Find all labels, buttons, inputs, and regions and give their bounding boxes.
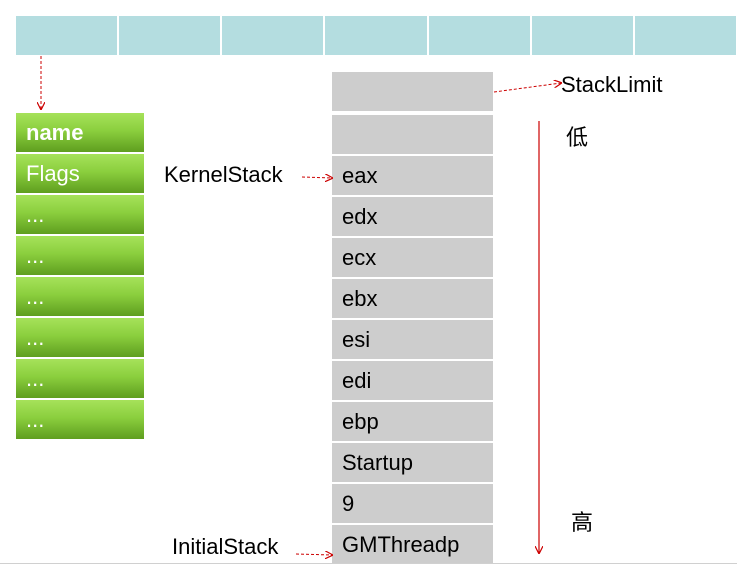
stack-limit-arrow [493,83,561,93]
kernel-stack: eax edx ecx ebx esi edi ebp Startup 9 GM… [332,72,493,566]
struct-field: ... [16,195,144,234]
pointer-array [16,16,736,55]
array-cell [634,16,736,55]
struct-field-flags: Flags [16,154,144,193]
array-cell [119,16,223,55]
stack-limit-label: StackLimit [561,72,663,97]
stack-cell-edx: edx [332,197,493,236]
struct-field: ... [16,359,144,398]
struct-field-name: name [16,113,144,152]
initial-stack-label: InitialStack [172,534,279,559]
high-label: 高 [571,511,594,536]
kernel-stack-label: KernelStack [164,162,283,187]
array-cell [16,16,120,55]
array-cell [428,16,532,55]
struct-field: ... [16,318,144,357]
stack-cell-ebx: ebx [332,279,493,318]
kernel-stack-arrow [301,177,332,178]
stack-cell-esi: esi [332,320,493,359]
low-label: 低 [566,126,589,151]
stack-cell-empty [332,115,493,154]
struct-field: ... [16,236,144,275]
stack-cell-gmthreadp: GMThreadp [332,525,493,564]
stack-cell-9: 9 [332,484,493,523]
stack-cell-ecx: ecx [332,238,493,277]
bottom-divider [0,563,737,564]
stack-cell-eax: eax [332,156,493,195]
struct-field: ... [16,277,144,316]
stack-cell-ebp: ebp [332,402,493,441]
struct-field: ... [16,400,144,439]
array-cell [531,16,635,55]
thread-struct: name Flags ... ... ... ... ... ... [16,113,144,441]
initial-stack-arrow [295,554,332,555]
array-cell [222,16,326,55]
stack-cell-limit [332,72,493,111]
stack-cell-startup: Startup [332,443,493,482]
stack-cell-edi: edi [332,361,493,400]
array-cell [325,16,429,55]
